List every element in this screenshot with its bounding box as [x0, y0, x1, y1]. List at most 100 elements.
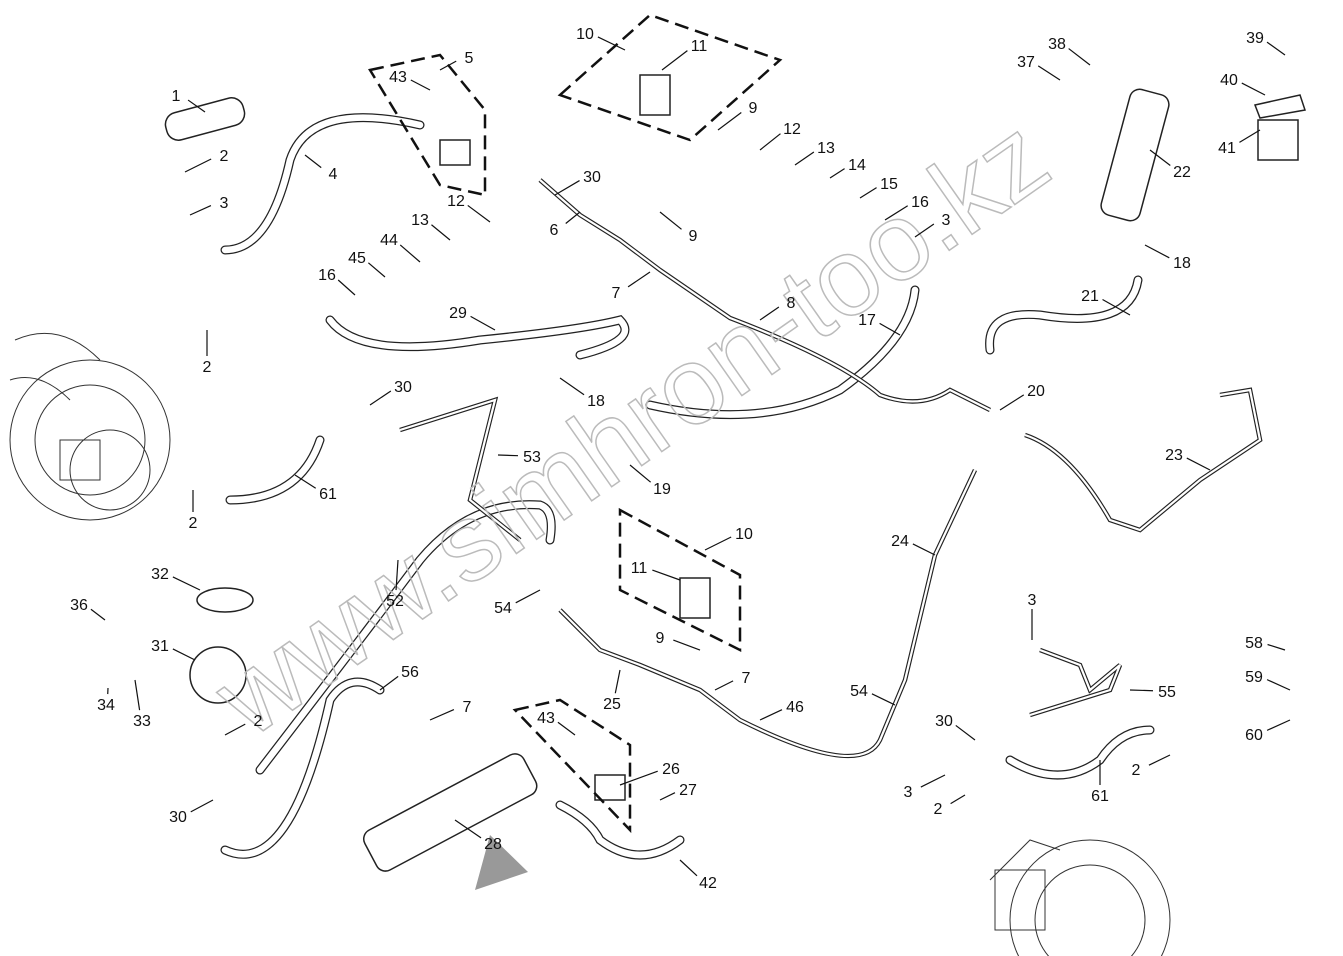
callout-leader-line [759, 306, 780, 321]
callout-part-2: 2 [203, 359, 212, 376]
callout-part-3: 3 [1028, 592, 1037, 609]
callout-part-39: 39 [1246, 30, 1264, 47]
callout-part-29: 29 [449, 305, 467, 322]
callout-part-34: 34 [97, 697, 115, 714]
callout-leader-line [659, 792, 676, 801]
callout-part-36: 36 [70, 597, 88, 614]
callout-leader-line [454, 819, 482, 839]
callout-leader-line [629, 464, 652, 483]
callout-part-44: 44 [380, 232, 398, 249]
clamp-part [196, 587, 254, 613]
callout-part-3: 3 [942, 212, 951, 229]
callout-leader-line [1037, 65, 1061, 81]
callout-leader-line [189, 205, 212, 216]
callout-leader-line [627, 271, 651, 288]
callout-part-2: 2 [189, 515, 198, 532]
callout-part-18: 18 [587, 393, 605, 410]
callout-part-28: 28 [484, 836, 502, 853]
callout-part-56: 56 [401, 664, 419, 681]
callout-part-27: 27 [679, 782, 697, 799]
callout-part-14: 14 [848, 157, 866, 174]
callout-part-42: 42 [699, 875, 717, 892]
callout-leader-line [717, 112, 742, 131]
callout-leader-line [90, 608, 106, 621]
callout-leader-line [497, 454, 519, 457]
callout-leader-line [859, 187, 877, 199]
block-part [439, 139, 471, 166]
callout-part-24: 24 [891, 533, 909, 550]
callout-part-61: 61 [319, 486, 337, 503]
callout-leader-line [794, 151, 815, 166]
callout-part-58: 58 [1245, 635, 1263, 652]
callout-leader-line [470, 315, 496, 331]
callout-part-30: 30 [935, 713, 953, 730]
callout-leader-line [515, 589, 541, 604]
hoses-and-tubes [220, 113, 1263, 860]
callout-part-46: 46 [786, 699, 804, 716]
callout-leader-line [614, 669, 621, 694]
hydraulic-pin-part [164, 97, 246, 141]
callout-leader-line [1239, 129, 1261, 143]
callout-part-54: 54 [494, 600, 512, 617]
callout-leader-line [337, 279, 356, 296]
callout-part-25: 25 [603, 696, 621, 713]
callout-leader-line [1144, 244, 1170, 259]
block-part-lower [594, 774, 626, 801]
callout-leader-line [439, 60, 457, 71]
callout-leader-line [652, 569, 681, 581]
callout-part-9: 9 [689, 228, 698, 245]
callout-part-40: 40 [1220, 72, 1238, 89]
callout-leader-line [619, 770, 658, 786]
callout-part-12: 12 [783, 121, 801, 138]
callout-leader-line [1148, 754, 1171, 766]
callout-leader-line [759, 709, 783, 721]
callout-part-55: 55 [1158, 684, 1176, 701]
callout-leader-line [399, 244, 421, 263]
callout-leader-line [871, 693, 896, 706]
callout-leader-line [410, 79, 431, 91]
callout-part-6: 6 [550, 222, 559, 239]
callout-part-31: 31 [151, 638, 169, 655]
callout-leader-line [1266, 41, 1286, 56]
accumulator-part [189, 646, 247, 704]
callout-leader-line [467, 204, 491, 223]
callout-part-43: 43 [389, 69, 407, 86]
plate-40-part [1253, 94, 1306, 119]
callout-part-38: 38 [1048, 36, 1066, 53]
callout-part-54: 54 [850, 683, 868, 700]
callout-part-1: 1 [172, 88, 181, 105]
callout-leader-line [1149, 149, 1171, 166]
callout-part-11: 11 [631, 560, 648, 577]
callout-part-4: 4 [329, 166, 338, 183]
callout-part-37: 37 [1017, 54, 1035, 71]
valve-part-lower [679, 577, 711, 619]
callout-leader-line [304, 154, 322, 169]
callout-part-33: 33 [133, 713, 151, 730]
callout-leader-line [879, 322, 901, 336]
assembly-boundaries [368, 13, 783, 834]
callout-part-17: 17 [858, 312, 876, 329]
callout-part-30: 30 [169, 809, 187, 826]
callout-leader-line [224, 723, 246, 736]
callout-leader-line [187, 99, 206, 113]
callout-leader-line [920, 774, 946, 788]
callout-part-9: 9 [656, 630, 665, 647]
callout-part-10: 10 [735, 526, 753, 543]
callout-part-12: 12 [447, 193, 465, 210]
callout-part-2: 2 [254, 713, 263, 730]
callout-leader-line [955, 724, 976, 741]
callout-part-7: 7 [463, 699, 472, 716]
callout-leader-line [714, 680, 734, 691]
callout-leader-line [429, 708, 455, 721]
callout-leader-line [368, 262, 386, 278]
callout-leader-line [659, 211, 682, 230]
callout-leader-line [1241, 82, 1266, 96]
callout-leader-line [829, 168, 845, 179]
callout-part-8: 8 [787, 295, 796, 312]
callout-leader-line [431, 224, 451, 241]
callout-part-21: 21 [1081, 288, 1099, 305]
cylinder-part [1100, 88, 1170, 222]
callout-part-26: 26 [662, 761, 680, 778]
callout-leader-line [1267, 643, 1286, 651]
arrow-marker [475, 835, 528, 890]
